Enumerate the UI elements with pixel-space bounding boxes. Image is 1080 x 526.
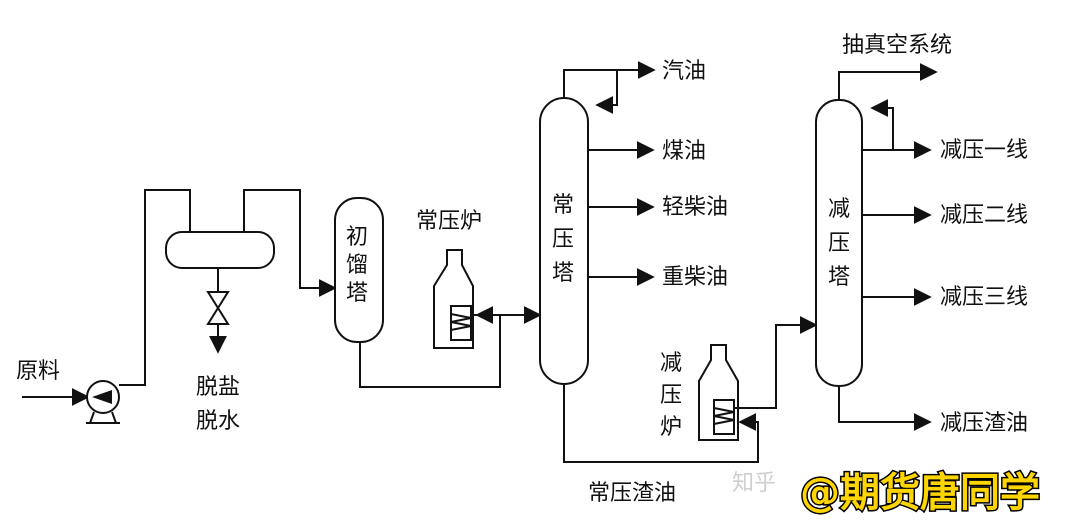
label-initial-tower-3: 塔	[346, 281, 368, 306]
pump-to-desalter-line	[119, 189, 191, 386]
label-atm-tower-1: 常	[552, 193, 574, 218]
label-vac-furnace-1: 减	[660, 351, 682, 376]
label-vac-line-2: 减压二线	[940, 203, 1028, 228]
label-raw-material: 原料	[16, 359, 60, 384]
watermark-site: 知乎	[732, 471, 776, 496]
valve-icon	[206, 291, 230, 325]
label-vacuum-system: 抽真空系统	[842, 33, 952, 58]
vacuum-system-line	[838, 63, 938, 100]
label-vac-tower-1: 减	[828, 197, 850, 222]
label-initial-tower-2: 馏	[346, 253, 368, 278]
vac-residue-line	[838, 386, 932, 431]
label-vac-tower-3: 塔	[828, 265, 850, 290]
label-heavy-diesel: 重柴油	[662, 265, 728, 290]
label-vac-furnace-2: 压	[660, 383, 682, 408]
vacuum-furnace	[698, 344, 739, 441]
label-atm-furnace: 常压炉	[416, 209, 482, 234]
label-atm-tower-3: 塔	[552, 261, 574, 286]
label-vac-tower-2: 压	[828, 231, 850, 256]
label-kerosene: 煤油	[662, 139, 706, 164]
watermark-brand: @期货唐同学	[800, 470, 1040, 516]
gasoline-line	[563, 61, 656, 114]
label-vac-line-3: 减压三线	[940, 285, 1028, 310]
label-vac-residue: 减压渣油	[940, 411, 1028, 436]
desalter-outlet-line	[243, 189, 337, 297]
label-vac-line-1: 减压一线	[940, 138, 1028, 163]
vac-furnace-to-vac-tower-line	[734, 316, 818, 409]
label-atm-tower-2: 压	[552, 227, 574, 252]
label-vac-furnace-3: 炉	[660, 415, 682, 440]
label-initial-tower-1: 初	[346, 225, 368, 250]
label-atm-residue: 常压渣油	[588, 481, 676, 506]
atmospheric-furnace	[433, 249, 474, 349]
label-gasoline: 汽油	[662, 59, 706, 84]
desalter-vessel	[165, 231, 275, 269]
label-light-diesel: 轻柴油	[662, 195, 728, 220]
atm-residue-line	[563, 384, 759, 463]
label-desalt-1: 脱盐	[196, 375, 240, 400]
pump-icon	[86, 380, 120, 424]
label-desalt-2: 脱水	[196, 409, 240, 434]
vac-line-1-line	[862, 99, 932, 159]
